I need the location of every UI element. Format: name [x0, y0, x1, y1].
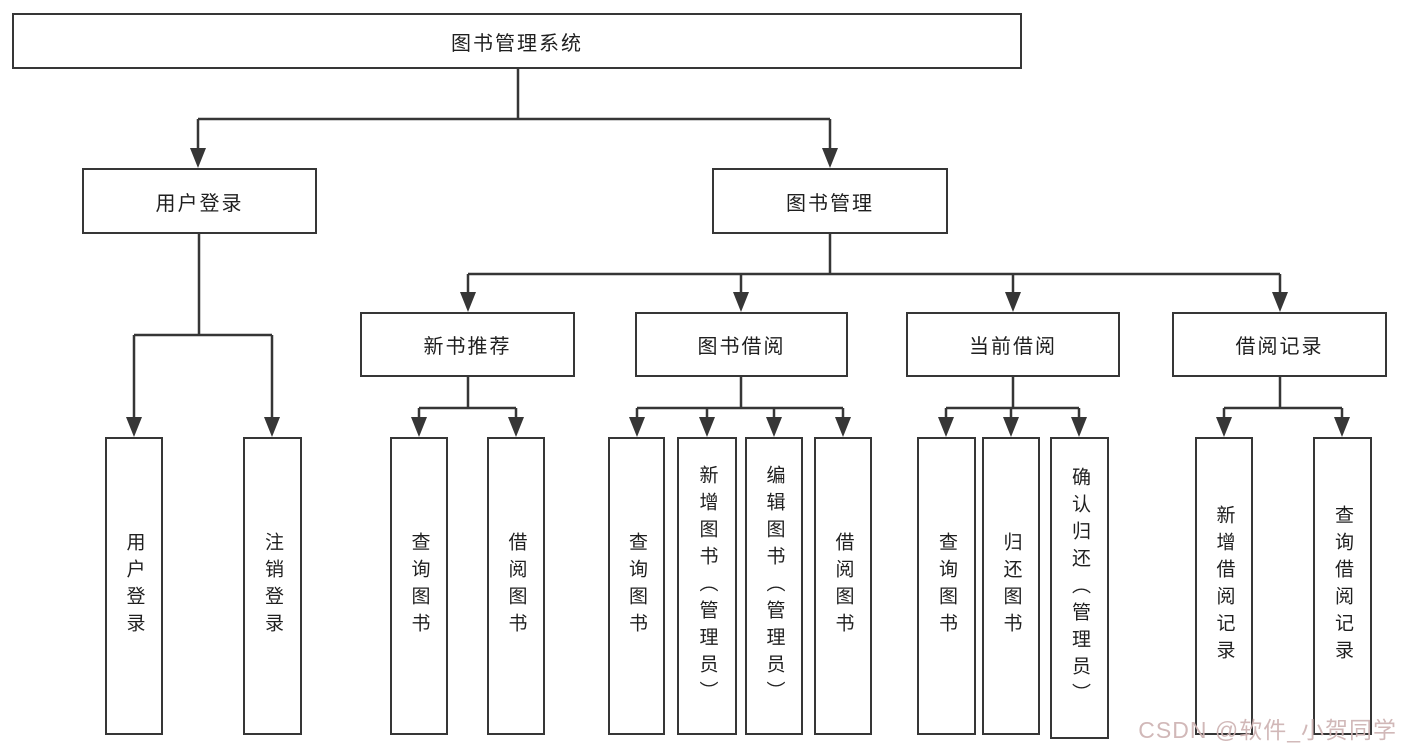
csdn-watermark: CSDN @软件_小贺同学 — [1138, 717, 1397, 743]
arrowhead — [822, 148, 838, 168]
node-new-book-recommend: 新书推荐 — [360, 312, 575, 377]
leaf-edit-books-admin: 编辑图书（管理员） — [745, 437, 803, 735]
leaf-label: 新增借阅记录 — [1213, 505, 1235, 667]
arrowhead — [190, 148, 206, 168]
leaf-label: 查询图书 — [408, 532, 430, 640]
arrowhead — [1216, 417, 1232, 437]
arrowhead — [629, 417, 645, 437]
arrowhead — [264, 417, 280, 437]
leaf-label: 查询图书 — [626, 532, 647, 640]
leaf-query-books-recommend: 查询图书 — [390, 437, 448, 735]
leaf-label: 确认归还（管理员） — [1069, 466, 1090, 710]
node-user-login: 用户登录 — [82, 168, 317, 234]
node-label: 当前借阅 — [969, 336, 1057, 358]
arrowhead — [126, 417, 142, 437]
node-label: 图书管理系统 — [451, 32, 583, 55]
arrowhead — [1003, 417, 1019, 437]
node-book-management: 图书管理 — [712, 168, 948, 234]
leaf-logout: 注销登录 — [243, 437, 302, 735]
arrowhead — [1272, 292, 1288, 312]
leaf-borrow-books: 借阅图书 — [814, 437, 872, 735]
leaf-add-books-admin: 新增图书（管理员） — [677, 437, 737, 735]
arrowhead — [835, 417, 851, 437]
leaf-query-books-current: 查询图书 — [917, 437, 976, 735]
leaf-label: 查询借阅记录 — [1332, 505, 1353, 667]
node-current-borrowing: 当前借阅 — [906, 312, 1120, 377]
leaf-label: 借阅图书 — [832, 532, 854, 640]
leaf-confirm-return-admin: 确认归还（管理员） — [1050, 437, 1109, 739]
arrowhead — [733, 292, 749, 312]
node-label: 用户登录 — [155, 192, 244, 215]
node-label: 图书借阅 — [697, 336, 786, 358]
arrowhead — [766, 417, 782, 437]
node-label: 图书管理 — [786, 192, 874, 215]
node-label: 新书推荐 — [423, 336, 512, 358]
leaf-return-books: 归还图书 — [982, 437, 1040, 735]
leaf-query-books-borrow: 查询图书 — [608, 437, 665, 735]
arrowhead — [938, 417, 954, 437]
leaf-borrow-books-recommend: 借阅图书 — [487, 437, 545, 735]
leaf-label: 新增图书（管理员） — [696, 464, 718, 708]
arrowhead — [508, 417, 524, 437]
leaf-label: 归还图书 — [1000, 532, 1022, 640]
node-book-borrowing: 图书借阅 — [635, 312, 848, 377]
leaf-label: 借阅图书 — [505, 532, 527, 640]
leaf-query-borrow-record: 查询借阅记录 — [1313, 437, 1372, 735]
leaf-label: 编辑图书（管理员） — [763, 464, 785, 708]
leaf-label: 查询图书 — [936, 532, 957, 640]
node-root-system: 图书管理系统 — [12, 13, 1022, 69]
node-borrow-records: 借阅记录 — [1172, 312, 1387, 377]
leaf-label: 注销登录 — [262, 532, 283, 640]
arrowhead — [1071, 417, 1087, 437]
arrowhead — [1334, 417, 1350, 437]
arrowhead — [460, 292, 476, 312]
arrowhead — [411, 417, 427, 437]
node-label: 借阅记录 — [1235, 336, 1324, 358]
leaf-user-login: 用户登录 — [105, 437, 163, 735]
arrowhead — [699, 417, 715, 437]
leaf-add-borrow-record: 新增借阅记录 — [1195, 437, 1253, 735]
arrowhead — [1005, 292, 1021, 312]
leaf-label: 用户登录 — [123, 532, 145, 640]
